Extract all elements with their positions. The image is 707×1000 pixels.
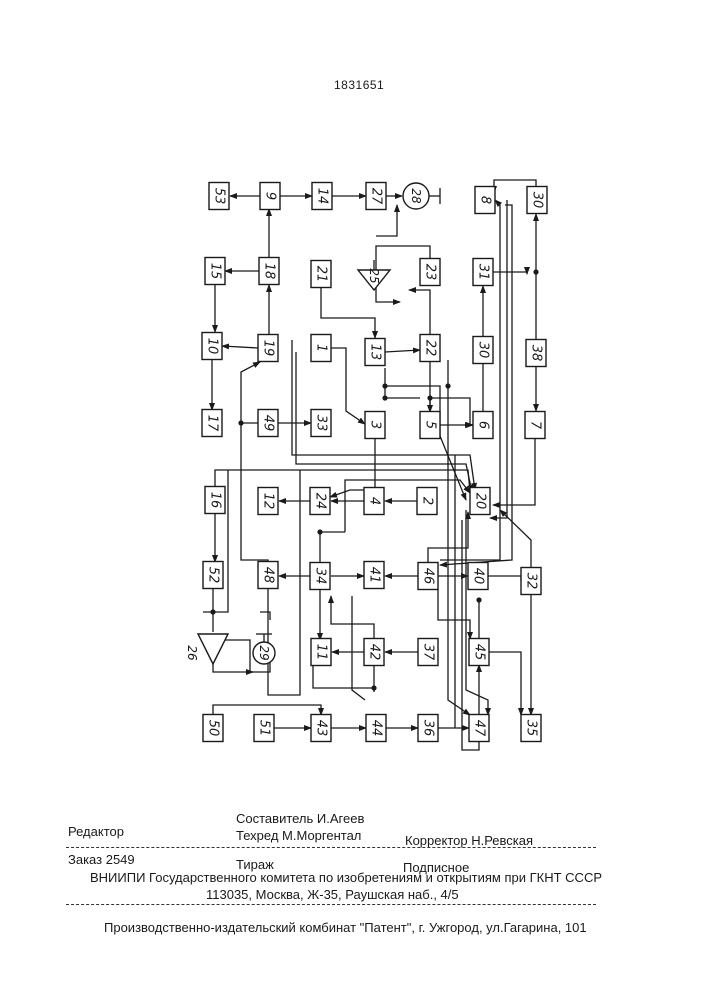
block-label-42: 42	[367, 644, 382, 661]
block-label-34: 34	[313, 568, 328, 585]
block-label-21: 21	[314, 266, 329, 283]
block-label-51: 51	[257, 720, 272, 737]
block-label-3: 3	[368, 421, 383, 429]
block-label-10: 10	[205, 338, 220, 355]
connection-line	[488, 652, 521, 715]
editor-label: Редактор	[68, 824, 124, 839]
block-label-23: 23	[423, 264, 438, 281]
address-line: 113035, Москва, Ж-35, Раушская наб., 4/5	[206, 887, 459, 902]
block-label-47: 47	[472, 720, 487, 737]
amplifier-block-26	[198, 634, 228, 664]
block-label-20: 20	[473, 493, 488, 510]
block-label-8: 8	[478, 196, 493, 204]
block-label-29: 29	[257, 645, 271, 660]
block-label-28: 28	[409, 188, 423, 204]
block-label-32: 32	[524, 573, 539, 590]
junction-dot	[371, 685, 376, 690]
junction-dot	[445, 383, 450, 388]
block-label-12: 12	[261, 493, 276, 510]
block-label-25: 25	[367, 268, 381, 283]
connection-line	[331, 348, 365, 424]
block-label-40: 40	[471, 568, 486, 585]
block-label-15: 15	[208, 263, 223, 280]
connection-line	[321, 288, 375, 338]
vniipi-line: ВНИИПИ Государственного комитета по изоб…	[90, 870, 602, 885]
block-label-7: 7	[528, 421, 543, 430]
junction-dot	[317, 529, 322, 534]
order-label: Заказ 2549	[68, 852, 135, 867]
junction-dot	[533, 269, 538, 274]
block-label-31: 31	[476, 264, 491, 281]
block-label-2: 2	[420, 497, 435, 505]
junction-dot	[210, 609, 215, 614]
connection-line	[409, 290, 430, 335]
connection-line	[493, 438, 535, 505]
block-label-9: 9	[263, 192, 278, 200]
block-label-27: 27	[369, 188, 384, 205]
block-label-41: 41	[367, 567, 382, 584]
block-label-50: 50	[206, 720, 221, 737]
block-label-33: 33	[314, 415, 329, 432]
junction-dot	[382, 395, 387, 400]
block-label-44: 44	[369, 720, 384, 737]
block-label-5: 5	[423, 421, 438, 429]
connection-line	[466, 510, 488, 715]
connection-line	[241, 362, 260, 423]
block-label-35: 35	[524, 720, 539, 737]
connection-line	[213, 705, 321, 715]
connection-line	[493, 272, 527, 274]
block-label-26: 26	[185, 645, 199, 661]
connection-line	[448, 360, 470, 715]
block-label-49: 49	[261, 415, 276, 432]
junction-dot	[382, 383, 387, 388]
block-label-36: 36	[421, 720, 436, 737]
block-label-30t: 30	[530, 192, 545, 209]
compiler-label: Составитель И.Агеев	[236, 811, 364, 826]
block-label-45: 45	[472, 644, 487, 661]
block-label-43: 43	[314, 720, 329, 737]
block-label-53: 53	[212, 188, 227, 205]
block-label-46: 46	[421, 568, 436, 585]
connection-line	[213, 664, 253, 672]
block-label-6: 6	[476, 421, 491, 429]
techred-label: Техред М.Моргентал	[236, 828, 361, 843]
publisher-line: Производственно-издательский комбинат "П…	[104, 920, 587, 935]
junction-dot	[238, 420, 243, 425]
connection-line	[385, 368, 420, 398]
block-label-24: 24	[313, 493, 328, 510]
corrector-label: Корректор Н.Ревская	[405, 833, 533, 848]
block-label-30: 30	[476, 342, 491, 359]
connection-line	[385, 386, 466, 500]
connection-line	[320, 532, 345, 563]
block-label-37: 37	[421, 644, 436, 661]
block-label-11: 11	[314, 644, 329, 661]
connection-line	[438, 590, 470, 639]
footer-separator	[66, 847, 596, 848]
block-label-17: 17	[205, 415, 220, 432]
block-label-52: 52	[206, 567, 221, 584]
connection-line	[488, 576, 521, 581]
block-label-48: 48	[261, 567, 276, 584]
block-label-18: 18	[262, 263, 277, 280]
footer-separator	[66, 904, 596, 905]
junction-dot	[427, 395, 432, 400]
block-label-4: 4	[367, 497, 382, 505]
block-label-19: 19	[261, 340, 276, 357]
block-label-13: 13	[368, 344, 383, 361]
connection-line	[352, 596, 365, 700]
connection-line	[222, 346, 258, 348]
block-label-14: 14	[315, 188, 330, 205]
block-label-1: 1	[314, 344, 329, 352]
block-label-22: 22	[423, 340, 438, 357]
block-label-16: 16	[208, 492, 223, 509]
connection-line	[385, 350, 420, 352]
junction-dot	[476, 597, 481, 602]
block-label-38: 38	[529, 345, 544, 362]
connection-line	[500, 510, 531, 568]
